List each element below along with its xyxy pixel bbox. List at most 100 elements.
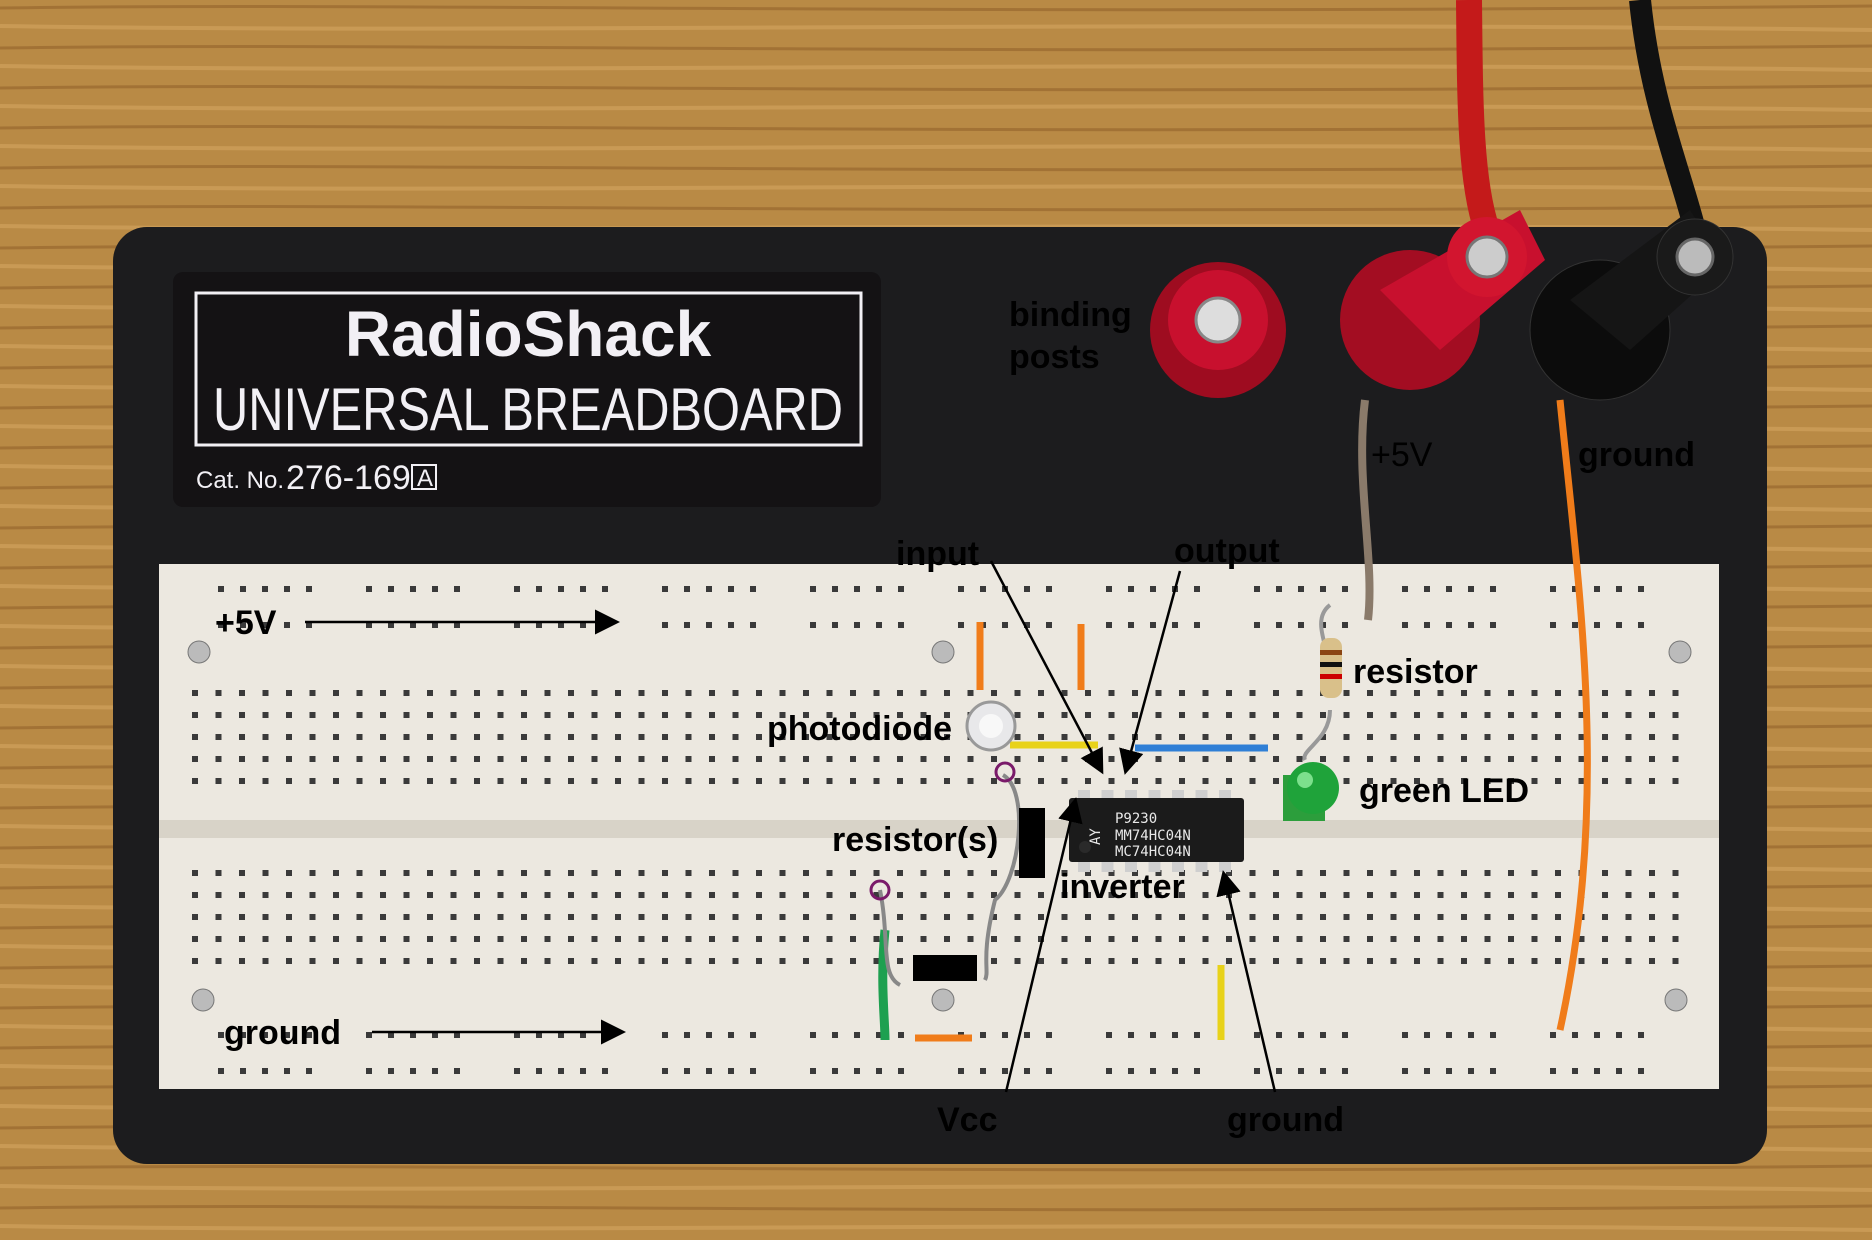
hole <box>1273 914 1279 920</box>
hole <box>1273 756 1279 762</box>
hole <box>685 870 692 876</box>
hole <box>333 712 339 718</box>
hole <box>1024 1068 1030 1074</box>
binding-post-red-5v[interactable] <box>1340 210 1545 390</box>
hole <box>779 914 786 920</box>
hole <box>1625 870 1632 876</box>
hole <box>732 914 739 920</box>
hole <box>1602 734 1608 740</box>
hole <box>1342 1032 1348 1038</box>
hole <box>1226 914 1232 920</box>
hole <box>1226 756 1232 762</box>
hole <box>1296 892 1303 898</box>
hole <box>239 892 245 898</box>
hole <box>536 1068 542 1074</box>
hole <box>873 756 880 762</box>
hole <box>568 914 574 920</box>
hole <box>1298 586 1304 592</box>
hole <box>410 1032 416 1038</box>
hole <box>403 892 410 898</box>
hole <box>1437 870 1444 876</box>
hole <box>728 622 734 628</box>
hole <box>1202 756 1209 762</box>
hole <box>1437 734 1444 740</box>
hole <box>1038 712 1044 718</box>
hole <box>356 690 363 696</box>
hole <box>521 870 527 876</box>
hole <box>1085 756 1091 762</box>
hole <box>309 870 316 876</box>
binding-post-black-ground[interactable] <box>1529 210 1734 401</box>
hole <box>1402 1068 1408 1074</box>
hole <box>1594 1032 1600 1038</box>
hole <box>1461 690 1467 696</box>
hole <box>388 622 394 628</box>
hole <box>1437 690 1444 696</box>
hole <box>1273 936 1279 942</box>
label-ground-rail: ground <box>224 1014 341 1052</box>
hole <box>706 1068 712 1074</box>
hole <box>356 756 363 762</box>
hole <box>474 690 480 696</box>
hole <box>756 712 762 718</box>
hole <box>850 914 856 920</box>
hole <box>427 778 433 784</box>
hole <box>262 622 268 628</box>
hole <box>497 892 504 898</box>
hole <box>380 690 386 696</box>
hole <box>544 958 551 964</box>
hole <box>474 914 480 920</box>
hole <box>897 914 903 920</box>
hole <box>380 712 386 718</box>
hole <box>1046 1032 1052 1038</box>
hole <box>1555 958 1561 964</box>
hole <box>750 1032 756 1038</box>
hole <box>1342 586 1348 592</box>
hole <box>497 734 504 740</box>
hole <box>1508 734 1514 740</box>
hole <box>1155 778 1162 784</box>
hole <box>1150 586 1156 592</box>
hole <box>685 756 692 762</box>
hole <box>826 734 833 740</box>
hole <box>1298 622 1304 628</box>
hole <box>1038 734 1044 740</box>
hole <box>1108 958 1115 964</box>
hole <box>1446 1068 1452 1074</box>
hole <box>1038 892 1044 898</box>
hole <box>544 778 551 784</box>
hole <box>1296 734 1303 740</box>
hole <box>380 734 386 740</box>
hole <box>1367 778 1373 784</box>
hole <box>898 1032 904 1038</box>
hole <box>192 936 198 942</box>
hole <box>1468 1068 1474 1074</box>
hole <box>1342 622 1348 628</box>
hole <box>427 756 433 762</box>
hole <box>1555 734 1561 740</box>
hole <box>662 1032 668 1038</box>
hole <box>1014 690 1021 696</box>
hole <box>991 778 997 784</box>
hole <box>1024 622 1030 628</box>
hole <box>779 712 786 718</box>
hole <box>1108 936 1115 942</box>
hole <box>1108 892 1115 898</box>
hole <box>1046 622 1052 628</box>
breadboard-holes <box>192 586 1679 1074</box>
hole <box>1424 1032 1430 1038</box>
hole <box>380 870 386 876</box>
hole <box>1390 936 1397 942</box>
hole <box>432 1032 438 1038</box>
binding-post-red-unused[interactable] <box>1150 262 1286 398</box>
hole <box>262 756 269 762</box>
hole <box>1367 734 1373 740</box>
hole <box>1625 712 1632 718</box>
hole <box>309 914 316 920</box>
hole <box>333 892 339 898</box>
hole <box>958 622 964 628</box>
hole <box>1446 622 1452 628</box>
hole <box>873 712 880 718</box>
hole <box>1226 778 1232 784</box>
